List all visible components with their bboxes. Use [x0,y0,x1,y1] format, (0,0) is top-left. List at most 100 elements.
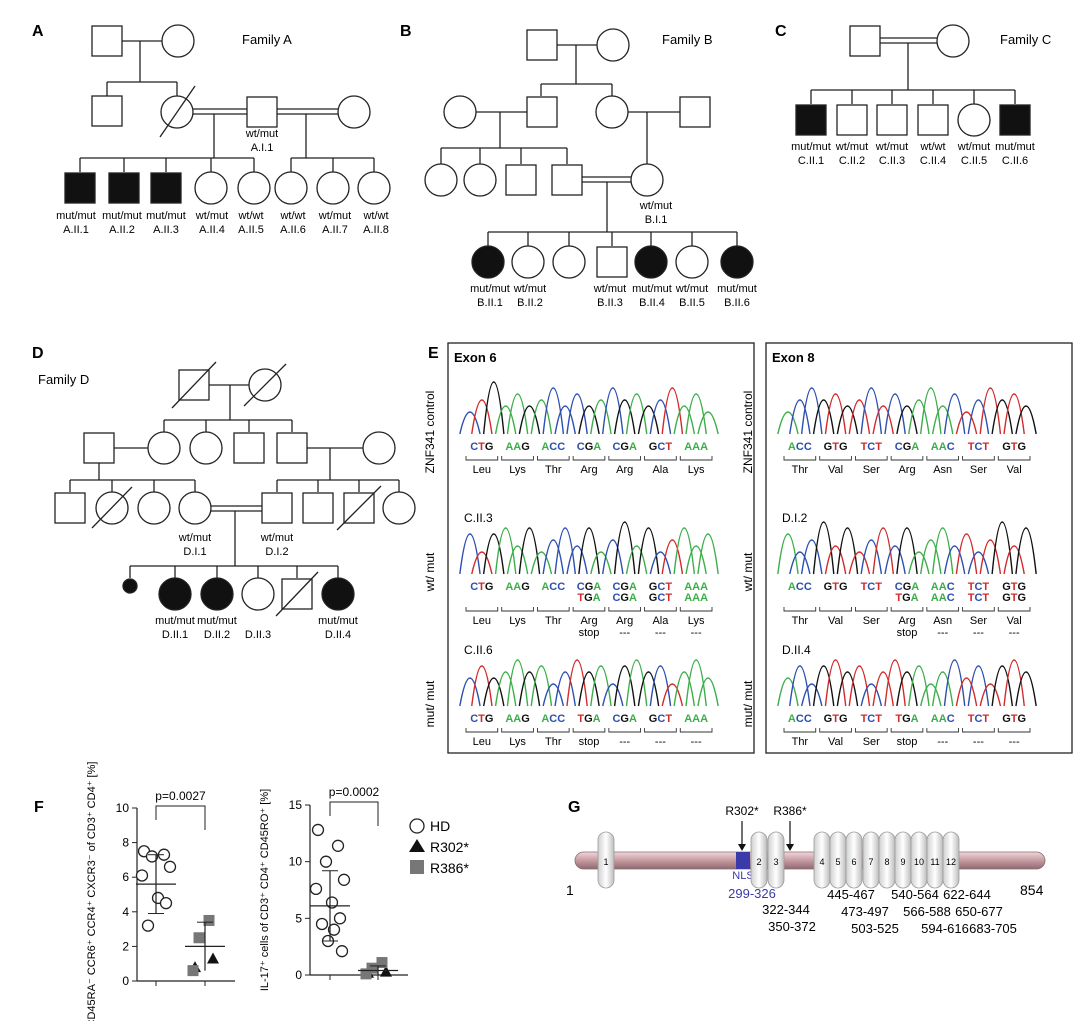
chromatogram-peak [685,393,707,435]
sample-id: D.II.4 [782,643,811,657]
amino-acid: Val [1007,464,1022,476]
hd-point [333,912,347,925]
codon-bracket [926,728,960,733]
sample-id: C.II.6 [464,643,493,657]
amino-acid: Ser [970,464,987,476]
chromatogram-peak [518,527,541,575]
individual-id: C.II.4 [920,155,946,167]
protein-bar [574,851,1046,870]
amino-acid: Ala [652,615,669,627]
chromatogram-peak [777,677,799,707]
amino-acid: Ala [652,464,669,476]
amino-acid: Val [828,615,843,627]
d-father-genotype: wt/mut [260,532,293,544]
panel-c-label: C [775,23,787,40]
individual-id: A.II.4 [199,224,225,236]
residue-range: 540-564 [891,887,939,902]
chromatogram-peak [590,551,612,575]
protein-end: 854 [1020,882,1044,898]
individual-id: A.II.6 [280,224,306,236]
zinc-finger-number: 7 [868,857,873,867]
zinc-finger [845,831,863,889]
genotype-label: wt/mut [318,210,351,222]
chromatogram-peak [506,545,529,575]
amino-acid: stop [579,736,600,748]
chromatogram-peak [967,551,990,575]
codon-bracket [501,456,534,461]
d-mother-genotype: wt/mut [178,532,211,544]
individual-id: D.II.3 [245,629,271,641]
amino-acid: Asn [933,464,952,476]
genotype-label: mut/mut [318,615,358,627]
individual-id: A.II.7 [322,224,348,236]
codon-bracket [501,607,534,612]
amino-acid: Thr [545,736,562,748]
zinc-finger-number: 8 [884,857,889,867]
codon-bracket [890,728,924,733]
chromatogram-peak [613,665,636,707]
chromatogram-peak [824,393,847,435]
individual-id: C.II.3 [879,155,905,167]
chromatogram-peak [955,411,978,435]
codon: ACC [788,581,812,593]
genotype-label: mut/mut [197,615,237,627]
legend-r386-marker [410,860,424,874]
codon-bracket [536,456,570,461]
individual-id: A.II.8 [363,224,389,236]
hd-point [135,869,149,882]
codon-bracket [962,607,995,612]
founder-id: A.I.1 [251,142,274,154]
chromatogram-peak [991,521,1014,575]
chromatogram-peak [601,387,624,435]
chromatogram-peak [613,399,636,435]
zinc-finger [597,831,615,889]
chromatogram-peak [530,399,553,435]
codon: CGA [577,441,602,453]
residue-range: 566-588 [903,904,951,919]
chromatogram-peak [836,671,859,707]
chromatogram-peak [625,545,648,575]
chromatogram-peak [625,393,648,435]
hd-point [311,823,325,837]
codon: GCT [649,581,673,593]
r386-point [193,932,205,944]
codon-alt: TGA [577,592,600,604]
r386-point [366,962,378,974]
mutation-label: R386* [773,804,807,818]
residue-range: 473-497 [841,904,889,919]
residue-range: 594-616 [921,921,969,936]
chromatogram-peak [848,551,871,575]
genotype-side-label: wt/ mut [741,552,755,592]
chromatogram-peak [908,551,930,575]
significance-bracket [329,801,379,826]
d-mother-id: D.I.1 [183,546,206,558]
codon-bracket [783,728,817,733]
codon-alt: TGA [895,592,918,604]
individual-id: B.II.4 [639,297,665,309]
chromatogram-peak [896,527,918,575]
zinc-finger-number: 3 [773,857,778,867]
individual-id: C.II.1 [798,155,824,167]
chromatogram-peak [789,399,811,435]
r386-point [360,968,372,980]
chromatogram-peak [637,405,660,435]
nls-box [736,852,750,869]
individual-id: C.II.2 [839,155,865,167]
zinc-finger-number: 12 [946,857,956,867]
r302-point [380,965,392,977]
amino-acid: Leu [473,464,491,476]
residue-range: 650-677 [955,904,1003,919]
sample-id: C.II.3 [464,511,493,525]
zinc-finger-number: 11 [930,857,939,867]
codon-alt: AAA [684,592,708,604]
residue-range: 445-467 [827,887,875,902]
zinc-finger-number: 4 [819,857,824,867]
amino-acid: Ser [863,464,880,476]
amino-acid: Lys [688,464,705,476]
codon: CGA [612,441,637,453]
chromatogram-peak [482,533,505,575]
codon-bracket [854,728,888,733]
genotype-label: wt/mut [675,283,708,295]
chromatogram-peak [979,539,1002,575]
